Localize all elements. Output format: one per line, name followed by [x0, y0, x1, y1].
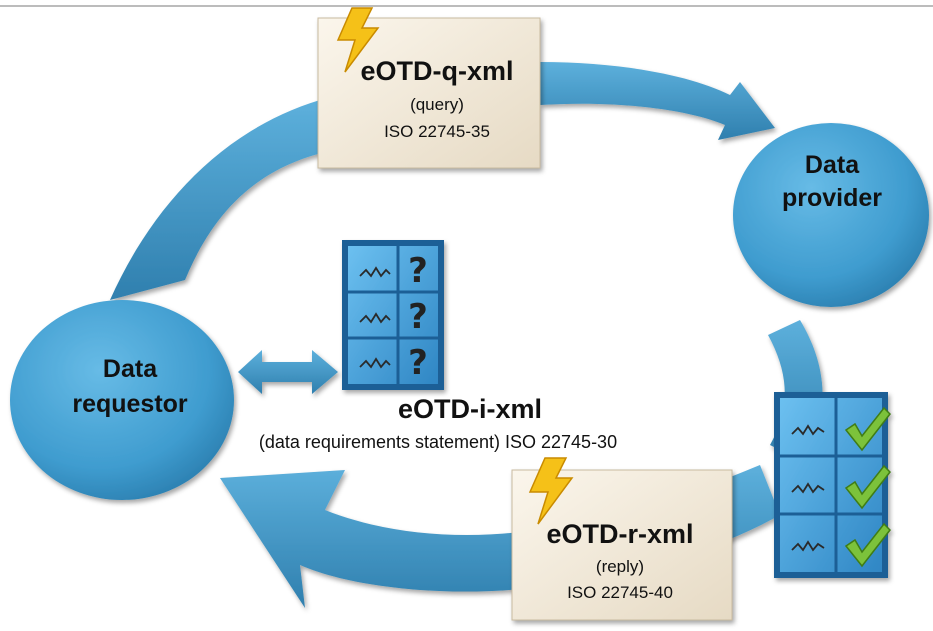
query-standard: ISO 22745-35 — [384, 122, 490, 141]
requirements-caption: (data requirements statement) ISO 22745-… — [259, 432, 617, 452]
svg-text:?: ? — [408, 297, 428, 337]
table-question-icon: ? ? ? — [342, 240, 444, 390]
data-requestor-label-2: requestor — [72, 390, 188, 418]
data-requestor-label-1: Data — [103, 355, 158, 383]
reply-standard: ISO 22745-40 — [567, 583, 673, 602]
query-card: eOTD-q-xml (query) ISO 22745-35 — [317, 7, 541, 169]
requirements-title: eOTD-i-xml — [398, 394, 542, 424]
reply-arrow — [220, 465, 780, 608]
data-provider-label-2: provider — [782, 184, 882, 212]
upper-left-arc — [110, 100, 326, 300]
lightning-icon — [336, 7, 380, 73]
data-provider-node — [733, 123, 929, 307]
query-arrow — [540, 62, 775, 140]
svg-text:?: ? — [408, 343, 428, 383]
reply-subtitle: (reply) — [596, 557, 644, 576]
lightning-icon — [528, 457, 574, 525]
data-provider-label-1: Data — [805, 151, 860, 179]
reply-card: eOTD-r-xml (reply) ISO 22745-40 — [511, 457, 733, 621]
data-requestor-node — [10, 300, 234, 500]
query-title: eOTD-q-xml — [360, 56, 513, 86]
reply-title: eOTD-r-xml — [546, 519, 693, 549]
query-subtitle: (query) — [410, 95, 464, 114]
requirements-link-arrow — [238, 350, 338, 394]
table-check-icon — [774, 392, 891, 578]
svg-text:?: ? — [408, 251, 428, 291]
